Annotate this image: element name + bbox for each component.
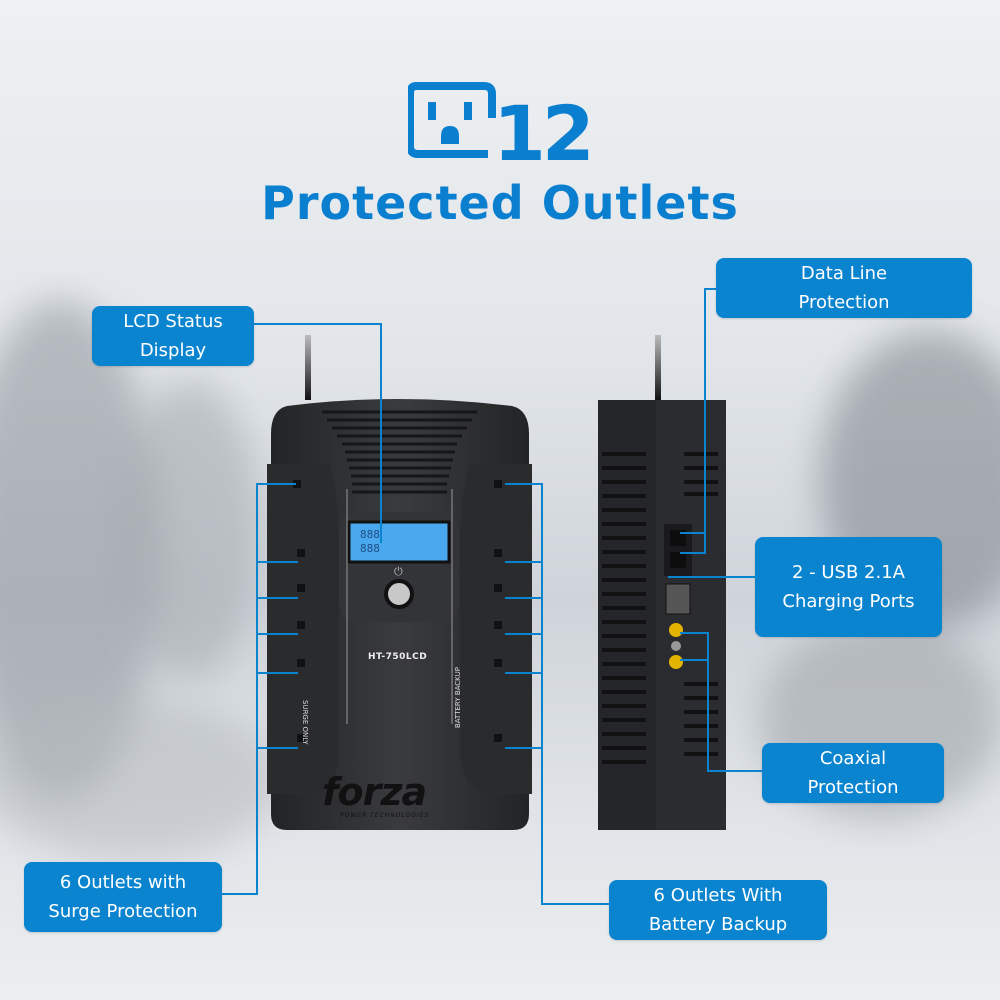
callout-line1: LCD Status	[123, 311, 223, 332]
callout-surge-protection-outlets: 6 Outlets with Surge Protection	[24, 862, 222, 932]
callout-line2: Battery Backup	[648, 914, 788, 935]
connector-line	[505, 747, 543, 749]
connector-line	[256, 483, 296, 485]
callout-data-line-protection: Data Line Protection	[716, 258, 972, 318]
callout-line1: 6 Outlets With	[653, 885, 783, 906]
connector-line	[505, 561, 543, 563]
callout-line2: Protection	[798, 292, 890, 313]
callout-line1: Data Line	[800, 263, 888, 284]
connector-line	[541, 483, 543, 905]
background-blur	[0, 700, 280, 860]
background-blur	[120, 380, 260, 680]
callout-line1: 2 - USB 2.1A	[791, 562, 905, 583]
surge-only-label: SURGE ONLY	[301, 700, 309, 745]
connector-line	[541, 903, 613, 905]
connector-line	[680, 659, 708, 661]
connector-line	[256, 633, 298, 635]
connector-line	[707, 632, 709, 772]
connector-line	[505, 597, 543, 599]
callout-line2: Surge Protection	[48, 901, 198, 922]
battery-backup-label: BATTERY BACKUP	[454, 667, 462, 728]
power-cord	[655, 335, 661, 400]
connector-line	[704, 288, 706, 552]
ups-side-view	[598, 400, 726, 830]
power-icon: ⏻	[394, 565, 403, 578]
connector-line	[256, 483, 258, 895]
connector-line	[256, 672, 298, 674]
connector-line	[680, 532, 706, 534]
callout-line2: Protection	[807, 777, 899, 798]
callout-line1: Coaxial	[819, 748, 887, 769]
connector-line	[505, 483, 543, 485]
lcd-digits-bottom: 888	[360, 542, 380, 555]
outlet-icon	[408, 82, 496, 158]
brand-tagline: POWER TECHNOLOGIES	[340, 812, 430, 819]
callout-line1: 6 Outlets with	[59, 872, 187, 893]
model-label: HT-750LCD	[368, 652, 428, 662]
connector-line	[680, 632, 708, 634]
connector-line	[505, 672, 543, 674]
connector-line	[680, 552, 706, 554]
connector-line	[256, 561, 298, 563]
power-cord	[305, 335, 311, 400]
connector-line	[704, 288, 718, 290]
connector-line	[668, 576, 756, 578]
ups-front-view	[267, 399, 532, 830]
lcd-digits-top: 888	[360, 528, 380, 541]
brand-logo: forza	[322, 770, 427, 814]
connector-line	[254, 323, 381, 325]
callout-lcd-status-display: LCD Status Display	[92, 306, 254, 366]
callout-battery-backup-outlets: 6 Outlets With Battery Backup	[609, 880, 827, 940]
callout-usb-charging-ports: 2 - USB 2.1A Charging Ports	[755, 537, 942, 637]
connector-line	[505, 633, 543, 635]
page-title: Protected Outlets	[261, 176, 739, 230]
callout-line2: Display	[139, 340, 207, 361]
connector-line	[256, 597, 298, 599]
connector-line	[707, 770, 763, 772]
connector-line	[222, 893, 258, 895]
power-button[interactable]	[387, 582, 411, 606]
callout-coaxial-protection: Coaxial Protection	[762, 743, 944, 803]
connector-line	[256, 747, 298, 749]
callout-line2: Charging Ports	[782, 591, 915, 612]
outlet-count: 12	[493, 89, 595, 178]
connector-line	[380, 323, 382, 543]
